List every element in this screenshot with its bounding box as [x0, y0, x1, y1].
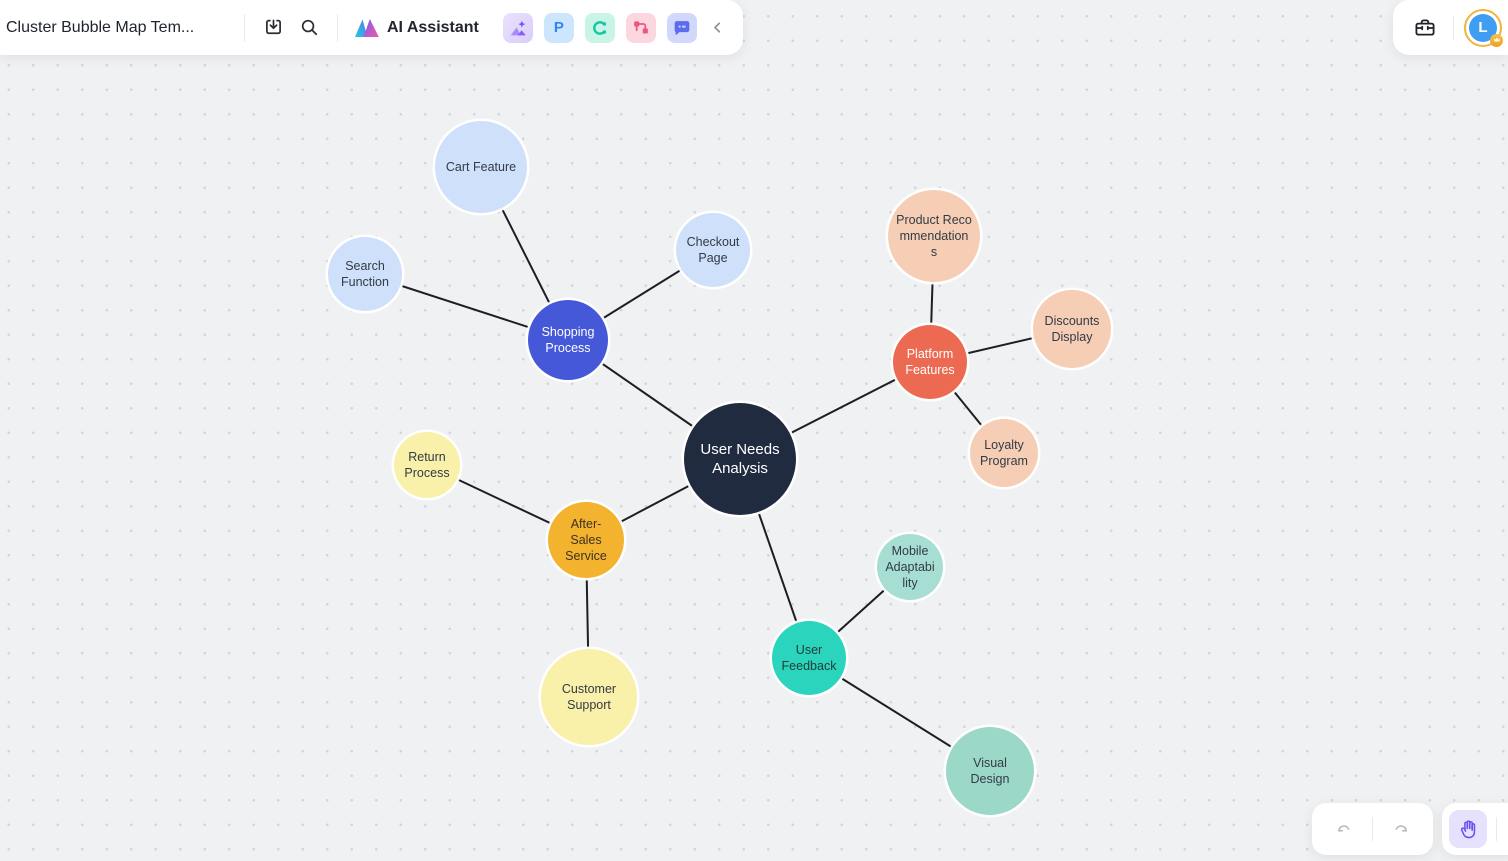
left-toolbar: Cluster Bubble Map Tem... AI Assis [0, 0, 743, 55]
bubble-label: Product Reco mmendation s [896, 213, 972, 259]
ai-assistant-label: AI Assistant [387, 18, 479, 36]
bubble-search_function[interactable]: Search Function [328, 237, 402, 311]
bubble-label: Shopping Process [541, 325, 595, 355]
bubble-shopping_process[interactable]: Shopping Process [528, 300, 608, 380]
bubble-label: Return Process [404, 450, 450, 480]
bubble-label: Loyalty Program [980, 438, 1028, 468]
crown-icon [1493, 37, 1500, 42]
bubble-user_needs[interactable]: User Needs Analysis [684, 403, 796, 515]
chat-button[interactable] [666, 12, 697, 43]
bubble-visual_design[interactable]: Visual Design [946, 727, 1034, 815]
flowchart-icon [634, 20, 648, 33]
bubble-label: After- Sales Service [565, 517, 607, 563]
presentation-button[interactable]: P [543, 12, 574, 43]
bubble-cart_feature[interactable]: Cart Feature [435, 121, 527, 213]
bubble-label: Mobile Adaptabi lity [885, 544, 935, 590]
bubble-label: Cart Feature [445, 160, 517, 174]
search-button[interactable] [291, 10, 327, 46]
collapse-toolbar-button[interactable] [705, 10, 731, 46]
mindmap-button[interactable] [584, 12, 615, 43]
mindmap-icon [592, 20, 607, 35]
redo-button[interactable] [1383, 811, 1419, 847]
download-button[interactable] [255, 10, 291, 46]
chevron-left-icon [714, 22, 721, 33]
bubble-product_recommendations[interactable]: Product Reco mmendation s [888, 190, 980, 282]
ai-image-icon [510, 20, 526, 35]
hand-icon [1460, 819, 1475, 838]
bubble-checkout_page[interactable]: Checkout Page [676, 213, 750, 287]
ai-assistant-logo-icon [355, 18, 379, 37]
hand-tool-button[interactable] [1449, 810, 1487, 848]
ai-image-button[interactable] [502, 12, 533, 43]
toolbox-icon [1415, 19, 1435, 35]
bubble-mobile_adaptability[interactable]: Mobile Adaptabi lity [877, 534, 943, 600]
download-icon [265, 19, 281, 35]
flowchart-button[interactable] [625, 12, 656, 43]
undo-button[interactable] [1326, 811, 1362, 847]
bubble-label: Discounts Display [1044, 314, 1100, 344]
bubble-label: Platform Features [905, 347, 955, 377]
divider [1372, 817, 1373, 841]
bubble-label: Checkout Page [686, 235, 740, 265]
bubble-platform_features[interactable]: Platform Features [893, 325, 967, 399]
redo-icon [1395, 825, 1408, 832]
bubble-label: Customer Support [561, 682, 617, 712]
toolbox-button[interactable] [1407, 10, 1443, 46]
divider [1453, 15, 1454, 40]
presentation-icon: P [553, 19, 564, 36]
bubble-after_sales[interactable]: After- Sales Service [548, 502, 624, 578]
divider [244, 13, 245, 42]
bubble-label: Search Function [341, 259, 389, 289]
right-toolbar: L [1393, 0, 1508, 55]
divider [337, 13, 338, 42]
avatar[interactable]: L [1464, 8, 1503, 47]
bubble-label: Visual Design [970, 756, 1010, 786]
membership-crown-badge [1490, 33, 1503, 47]
bubble-return_process[interactable]: Return Process [394, 432, 460, 498]
bubble-loyalty_program[interactable]: Loyalty Program [970, 419, 1038, 487]
bubble-discounts_display[interactable]: Discounts Display [1033, 290, 1111, 368]
bubble-label: User Feedback [781, 643, 837, 673]
tools-panel [1442, 803, 1508, 855]
bubble-label: User Needs Analysis [700, 440, 780, 477]
chat-icon [674, 20, 690, 35]
bubble-customer_support[interactable]: Customer Support [541, 649, 637, 745]
document-title[interactable]: Cluster Bubble Map Tem... [6, 18, 195, 36]
bubble-user_feedback[interactable]: User Feedback [772, 621, 846, 695]
divider [1496, 817, 1497, 841]
history-panel [1312, 803, 1433, 855]
search-icon [301, 19, 317, 36]
undo-icon [1337, 825, 1350, 832]
ai-assistant-button[interactable]: AI Assistant [348, 16, 489, 40]
